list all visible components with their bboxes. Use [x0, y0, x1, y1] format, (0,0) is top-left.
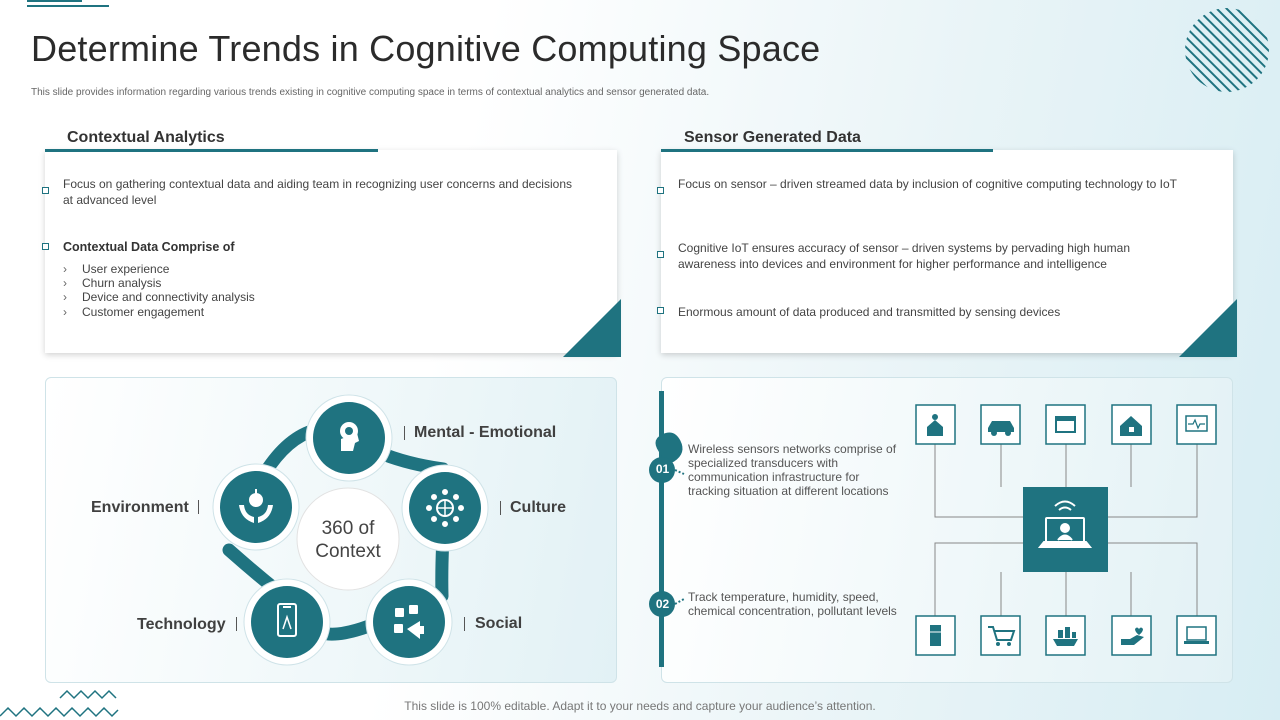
step-badge-01	[649, 432, 685, 483]
sensor-data-label: Sensor Generated Data	[684, 129, 861, 146]
sensor-bullet-1: Focus on sensor – driven streamed data b…	[678, 177, 1177, 191]
label-tick	[464, 617, 465, 631]
cart-icon	[988, 626, 1016, 646]
top-accent-line	[27, 5, 109, 7]
car-icon	[988, 421, 1014, 436]
laptop-icon-box	[1176, 615, 1217, 656]
timeline-bar	[659, 391, 664, 667]
smartphone-icon	[277, 603, 297, 637]
bullet-square	[657, 307, 664, 314]
label-social: Social	[475, 615, 523, 632]
car-icon-box	[980, 404, 1021, 445]
hand-heart-icon-box	[1111, 615, 1152, 656]
list-item-text: Churn analysis	[82, 276, 162, 290]
page-title: Determine Trends in Cognitive Computing …	[31, 28, 821, 69]
fridge-icon	[930, 625, 941, 646]
social-media-icon	[394, 605, 424, 639]
card-corner-accent	[1179, 299, 1237, 357]
bullet-square	[657, 251, 664, 258]
step-02-text: Track temperature, humidity, speed, chem…	[688, 590, 897, 618]
ship-icon	[1053, 627, 1078, 646]
node-technology	[243, 578, 331, 666]
list-item-text: Device and connectivity analysis	[82, 290, 255, 304]
cycle-center-text: 360 of Context	[297, 517, 399, 563]
hatched-circle-decoration	[1185, 8, 1269, 92]
step-number-01: 01	[655, 462, 670, 476]
list-item-text: User experience	[82, 262, 170, 276]
smart-home-icon	[1120, 416, 1142, 436]
label-culture: Culture	[510, 499, 566, 516]
window-icon	[1055, 416, 1076, 433]
contextual-analytics-card	[45, 150, 617, 353]
footer-note: This slide is 100% editable. Adapt it to…	[404, 699, 876, 713]
step-number-02: 02	[655, 597, 670, 611]
list-item: › Customer engagement	[63, 305, 204, 319]
bullet-square	[42, 187, 49, 194]
contextual-bullet-1: Focus on gathering contextual data and a…	[63, 177, 572, 207]
sensor-label-rule	[661, 149, 993, 152]
list-item: › Churn analysis	[63, 276, 161, 290]
label-tick	[236, 617, 237, 631]
monitor-pulse-icon	[1185, 415, 1208, 432]
cycle-center-line1: 360 of	[321, 518, 375, 539]
center-circle	[296, 487, 400, 591]
sensor-bullet-3: Enormous amount of data produced and tra…	[678, 305, 1061, 319]
label-tick	[500, 501, 501, 515]
laptop-icon	[1184, 626, 1209, 644]
card-corner-accent	[563, 299, 621, 357]
node-culture	[401, 464, 489, 552]
top-accent-line-short	[27, 0, 82, 2]
cart-icon-box	[980, 615, 1021, 656]
contextual-analytics-label: Contextual Analytics	[67, 129, 225, 146]
list-item-text: Customer engagement	[82, 305, 205, 319]
contextual-bullet-2-title: Contextual Data Comprise of	[63, 240, 235, 254]
label-technology: Technology	[137, 616, 226, 633]
label-mental-emotional: Mental - Emotional	[414, 424, 557, 441]
hand-heart-icon	[1121, 627, 1144, 645]
node-social	[365, 578, 453, 666]
step-badge-02	[649, 591, 685, 617]
head-gear-icon	[340, 422, 359, 451]
sensor-data-card	[661, 150, 1233, 353]
page-subtitle: This slide provides information regardin…	[31, 87, 710, 98]
list-item: › Device and connectivity analysis	[63, 290, 255, 304]
bullet-square	[657, 187, 664, 194]
node-mental-emotional	[305, 394, 393, 482]
list-item: › User experience	[63, 262, 169, 276]
node-environment	[212, 463, 300, 551]
chevron-right-icon: ›	[63, 290, 67, 304]
sensor-bullet-2: Cognitive IoT ensures accuracy of sensor…	[678, 241, 1131, 271]
chevron-right-icon: ›	[63, 262, 67, 276]
bullet-square	[42, 243, 49, 250]
hands-globe-icon	[239, 489, 273, 523]
zigzag-decoration	[0, 689, 119, 718]
cycle-center-line2: Context	[315, 541, 381, 562]
globe-network-icon	[426, 489, 464, 527]
chevron-right-icon: ›	[63, 305, 67, 319]
house-plant-icon	[927, 414, 943, 436]
label-tick	[198, 500, 199, 514]
sensor-network-diagram	[649, 391, 1217, 667]
laptop-user-wifi-icon	[1037, 500, 1093, 548]
context-cycle-diagram	[212, 394, 489, 666]
label-tick	[404, 426, 405, 440]
chevron-right-icon: ›	[63, 276, 67, 290]
contextual-label-rule	[45, 149, 378, 152]
step-01-text: Wireless sensors networks comprise of sp…	[688, 442, 897, 498]
label-environment: Environment	[91, 499, 189, 516]
